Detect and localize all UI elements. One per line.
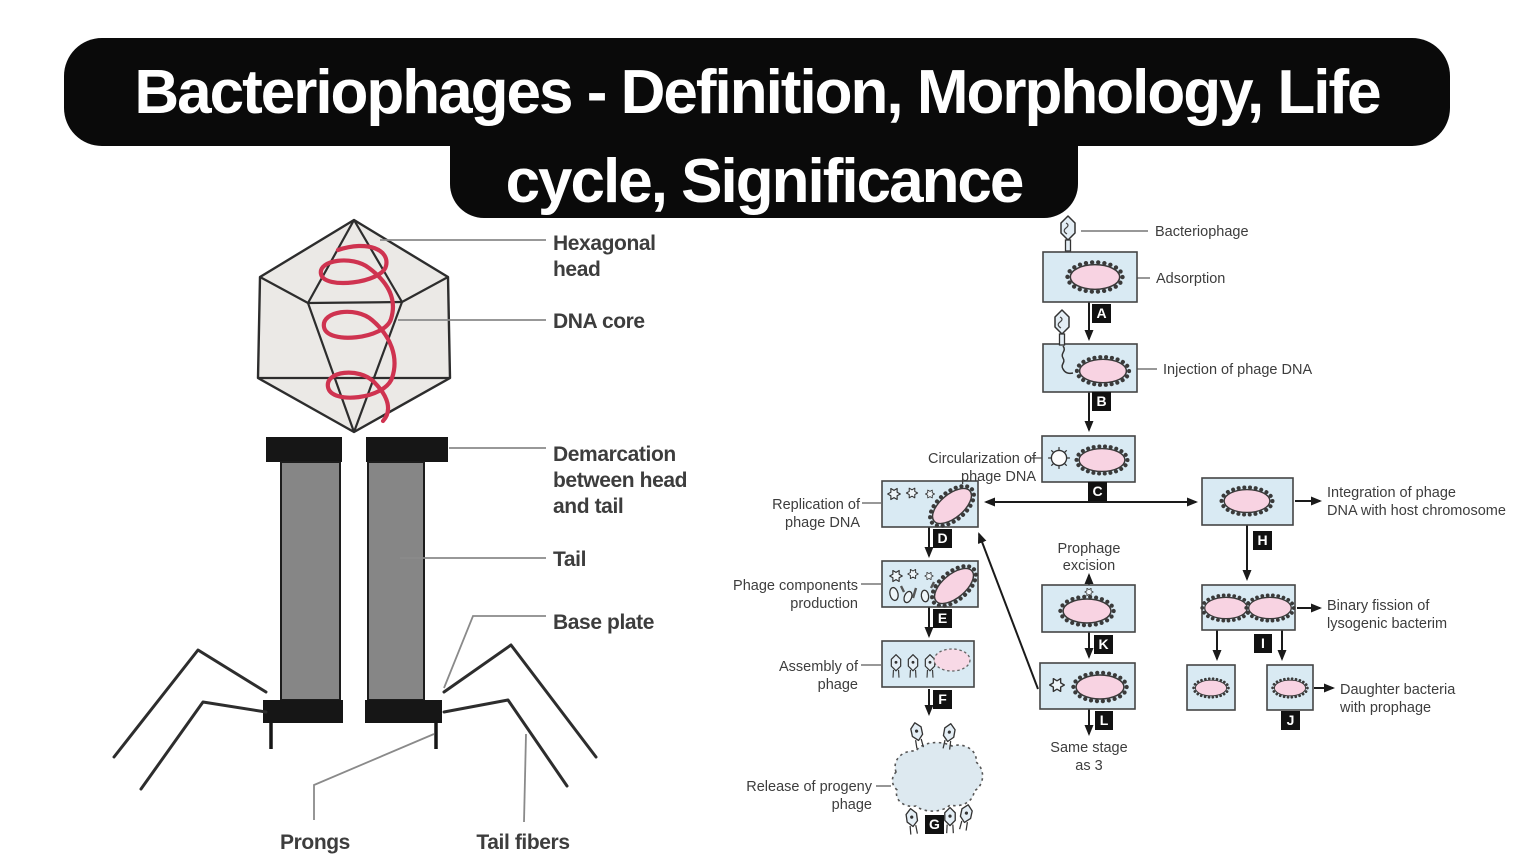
progeny-phage-icon — [957, 803, 974, 832]
lysed-cell-blob — [891, 741, 984, 812]
tail-fibers-shape — [112, 643, 598, 791]
lifecycle-flowchart: A B C D E F G H I J K L Bacteriophage Ad… — [733, 215, 1506, 836]
badge-h: H — [1253, 531, 1272, 550]
hexagonal-head-shape — [256, 218, 452, 434]
badge-k-letter: K — [1098, 636, 1108, 652]
badge-k: K — [1094, 635, 1113, 654]
label-replication-line1: Replication of — [772, 497, 861, 513]
label-assembly-line1: Assembly of — [779, 659, 859, 675]
label-injection: Injection of phage DNA — [1163, 362, 1312, 378]
bacterium-adsorption — [1067, 262, 1122, 291]
injecting-phage-icon — [1054, 309, 1070, 346]
page-title-line1: Bacteriophages - Definition, Morphology,… — [134, 57, 1381, 127]
label-binary-fission-line2: lysogenic bacterim — [1327, 616, 1447, 632]
label-demarcation-line3: and tail — [553, 495, 623, 518]
label-prophage-excision-line1: Prophage — [1058, 541, 1121, 557]
label-replication-line2: phage DNA — [785, 515, 860, 531]
base-plate-shape — [263, 700, 442, 723]
badge-i-letter: I — [1261, 635, 1265, 651]
label-integration-line2: DNA with host chromosome — [1327, 503, 1506, 519]
badge-c-letter: C — [1092, 483, 1102, 499]
phage-parts-icons — [889, 581, 936, 604]
tail-sheath — [280, 461, 425, 701]
badge-g-letter: G — [929, 816, 940, 832]
ghost-dna-oval — [933, 648, 971, 672]
label-bacteriophage: Bacteriophage — [1155, 224, 1249, 240]
title-banner-line2: cycle, Significance — [450, 145, 1078, 218]
progeny-phage-icon — [944, 806, 956, 834]
badge-f: F — [933, 690, 952, 709]
circular-dna-icon — [1047, 446, 1071, 470]
progeny-phage-icon — [909, 721, 926, 750]
step-badges: A B C D E F G H I J K L — [925, 304, 1300, 834]
label-binary-fission-line1: Binary fission of — [1327, 598, 1430, 614]
title-banner-line1: Bacteriophages - Definition, Morphology,… — [64, 38, 1450, 146]
phage-morphology-diagram: Hexagonal head DNA core Demarcation betw… — [112, 218, 687, 854]
label-release-line1: Release of progeny — [746, 779, 872, 795]
badge-d: D — [933, 529, 952, 548]
label-tail: Tail — [553, 548, 586, 571]
label-tail-fibers: Tail fibers — [476, 831, 569, 854]
progeny-phage-icon — [904, 807, 920, 836]
badge-a-letter: A — [1096, 305, 1106, 321]
badge-e-letter: E — [938, 610, 947, 626]
label-circularization-line1: Circularization of — [928, 451, 1037, 467]
flow-arrows — [924, 302, 1335, 736]
label-prongs: Prongs — [280, 831, 350, 854]
flow-box-contents — [887, 262, 1309, 701]
badge-a: A — [1092, 304, 1111, 323]
label-base-plate: Base plate — [553, 611, 654, 634]
label-adsorption: Adsorption — [1156, 271, 1225, 287]
badge-f-letter: F — [938, 691, 947, 707]
badge-e: E — [933, 609, 952, 628]
label-dna-core: DNA core — [553, 310, 645, 333]
badge-g: G — [925, 815, 944, 834]
badge-b-letter: B — [1096, 393, 1106, 409]
bacteriophage-icon — [1060, 215, 1076, 252]
label-daughter-line2: with prophage — [1339, 700, 1431, 716]
label-hexagonal-head-line1: Hexagonal — [553, 232, 656, 255]
label-hexagonal-head-line2: head — [553, 258, 600, 281]
label-same-stage-line1: Same stage — [1050, 740, 1127, 756]
label-assembly-line2: phage — [818, 677, 858, 693]
label-release-line2: phage — [832, 797, 872, 813]
badge-c: C — [1088, 482, 1107, 501]
morphology-leader-lines — [313, 239, 546, 823]
badge-j-letter: J — [1287, 712, 1295, 728]
label-same-stage-line2: as 3 — [1075, 758, 1102, 774]
badge-d-letter: D — [937, 530, 947, 546]
label-circularization-line2: phage DNA — [961, 469, 1036, 485]
badge-j: J — [1281, 711, 1300, 730]
label-integration-line1: Integration of phage — [1327, 485, 1456, 501]
badge-i: I — [1254, 634, 1272, 653]
dna-core-squiggle — [318, 244, 397, 424]
badge-l-letter: L — [1100, 712, 1109, 728]
label-components-line2: production — [790, 596, 858, 612]
label-components-line1: Phage components — [733, 578, 858, 594]
badge-h-letter: H — [1257, 532, 1267, 548]
lysis-release-group — [891, 721, 984, 836]
label-daughter-line1: Daughter bacteria — [1340, 682, 1456, 698]
demarcation-band — [266, 437, 448, 462]
prongs-shape — [269, 723, 438, 749]
label-demarcation-line2: between head — [553, 469, 687, 492]
flow-leader-lines — [861, 230, 1157, 787]
injected-dna-squiggle — [1061, 345, 1074, 375]
badge-b: B — [1092, 392, 1111, 411]
label-demarcation-line1: Demarcation — [553, 443, 676, 466]
badge-l: L — [1095, 711, 1113, 730]
page-title-line2: cycle, Significance — [505, 147, 1025, 216]
label-prophage-excision-line2: excision — [1063, 558, 1115, 574]
